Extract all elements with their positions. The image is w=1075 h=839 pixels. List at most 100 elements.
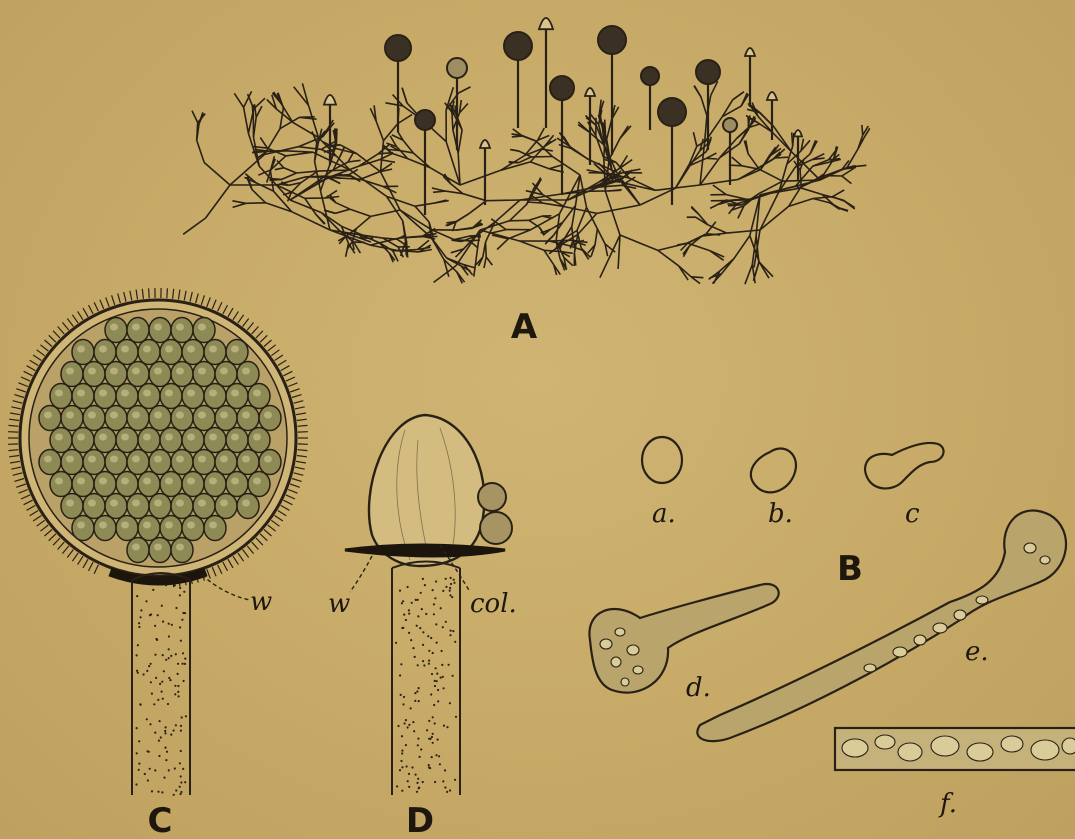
fringe-tick <box>21 377 30 381</box>
spore-highlight <box>209 478 217 485</box>
hypha <box>230 155 264 186</box>
stipple-dot <box>175 724 177 726</box>
vacuole <box>931 736 959 756</box>
stipple-dot <box>405 744 407 746</box>
stipple-dot <box>428 764 430 766</box>
stipple-dot <box>407 780 409 782</box>
residual-spore-1 <box>478 483 506 511</box>
stipple-dot <box>182 768 184 770</box>
hypha <box>620 126 628 139</box>
stipple-dot <box>424 584 426 586</box>
stipple-dot <box>139 703 141 705</box>
fringe-tick <box>58 327 65 335</box>
sporangium-head <box>415 110 435 130</box>
fringe-tick <box>16 484 26 487</box>
stipple-dot <box>179 762 181 764</box>
stipple-dot <box>432 716 434 718</box>
stipple-dot <box>407 586 409 588</box>
fringe-tick <box>27 366 36 371</box>
spore-highlight <box>231 434 239 441</box>
stipple-dot <box>450 577 452 579</box>
fringe-tick <box>9 425 19 426</box>
stipple-dot <box>434 680 436 682</box>
hypha <box>530 162 549 169</box>
sporangium-head <box>641 67 659 85</box>
fringe-tick <box>296 461 306 463</box>
stipple-dot <box>433 613 435 615</box>
sporangium-head <box>504 32 532 60</box>
fringe-tick <box>233 556 238 564</box>
hypha <box>608 190 620 191</box>
vacuole <box>627 645 639 655</box>
fringe-tick <box>72 315 78 323</box>
stipple-dot <box>452 630 454 632</box>
spore-highlight <box>242 500 250 507</box>
hypha <box>457 228 473 230</box>
hypha <box>693 132 696 146</box>
fringe-tick <box>278 360 287 365</box>
stipple-dot <box>180 775 182 777</box>
stipple-dot <box>404 722 406 724</box>
fringe-tick <box>27 505 36 510</box>
spore-highlight <box>198 368 206 375</box>
stipple-dot <box>168 623 170 625</box>
stipple-dot <box>435 667 437 669</box>
fringe-tick <box>190 292 192 302</box>
hypha <box>183 218 205 234</box>
stipple-dot <box>164 747 166 749</box>
vacuole <box>954 610 966 620</box>
stipple-dot <box>169 679 171 681</box>
stipple-dot <box>154 654 156 656</box>
sporangium-head <box>447 58 467 78</box>
spore-highlight <box>66 500 74 507</box>
stipple-dot <box>136 595 138 597</box>
spore-highlight <box>121 390 129 397</box>
hypha <box>833 197 845 201</box>
vacuole <box>842 739 868 757</box>
stipple-dot <box>150 663 152 665</box>
stipple-dot <box>402 600 404 602</box>
fringe-tick <box>106 297 110 306</box>
spore-highlight <box>209 390 217 397</box>
stipple-dot <box>436 642 438 644</box>
fringe-tick <box>283 371 292 376</box>
stipple-dot <box>138 763 140 765</box>
stipple-dot <box>433 603 435 605</box>
fringe-tick <box>243 550 249 558</box>
hypha <box>609 139 620 160</box>
stipple-dot <box>137 672 139 674</box>
stipple-dot <box>428 738 430 740</box>
fringe-tick <box>94 565 98 574</box>
stipple-dot <box>147 750 149 752</box>
hypha <box>792 132 793 146</box>
stipple-dot <box>179 594 181 596</box>
fringe-tick <box>281 505 290 510</box>
fringe-tick <box>212 567 216 576</box>
stipple-dot <box>400 760 402 762</box>
hypha <box>233 203 246 207</box>
hypha <box>469 201 486 214</box>
stipple-dot <box>136 654 138 656</box>
hypha <box>578 122 589 132</box>
vacuole <box>1001 736 1023 752</box>
spore-highlight <box>132 500 140 507</box>
spore-highlight <box>209 346 217 353</box>
stipple-dot <box>422 644 424 646</box>
fringe-tick <box>62 322 68 330</box>
spore-highlight <box>110 456 118 463</box>
vacuole <box>600 639 612 649</box>
spore-b <box>751 449 796 493</box>
spore-highlight <box>44 412 52 419</box>
panel-a-mycelium: A <box>183 18 870 347</box>
spore-highlight <box>143 346 151 353</box>
stipple-dot <box>446 791 448 793</box>
fringe-tick <box>136 290 137 300</box>
fringe-tick <box>83 308 88 317</box>
hypha <box>549 165 562 169</box>
fringe-tick <box>49 534 56 541</box>
stipple-dot <box>167 703 169 705</box>
stipple-dot <box>157 791 159 793</box>
germling-e <box>697 510 1066 741</box>
spore-highlight <box>198 412 206 419</box>
